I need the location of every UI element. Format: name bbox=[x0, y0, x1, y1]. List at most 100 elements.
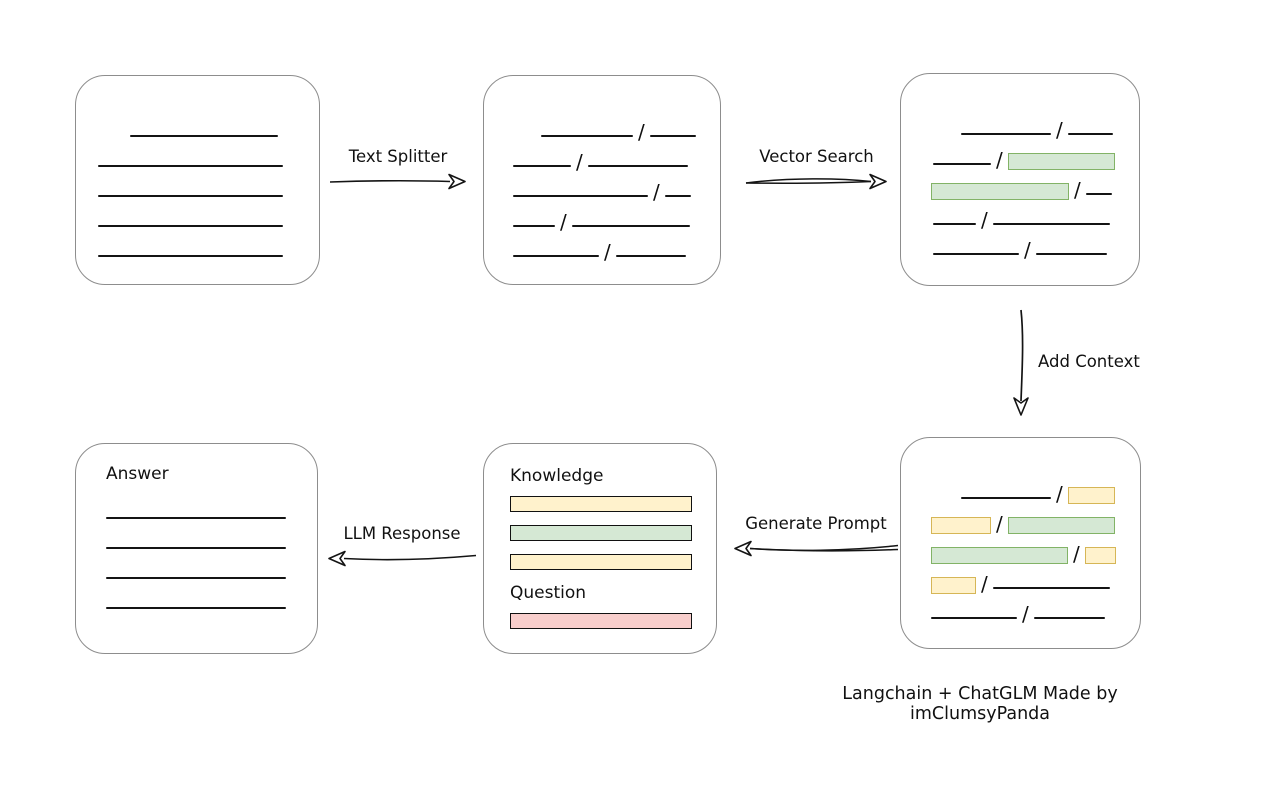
slash-separator: / bbox=[1056, 118, 1063, 142]
slash-separator: / bbox=[1022, 602, 1029, 626]
chunk-row: / bbox=[933, 200, 1139, 230]
text-line bbox=[1035, 253, 1107, 255]
slash-separator: / bbox=[1056, 482, 1063, 506]
slash-separator: / bbox=[560, 210, 567, 234]
text-line bbox=[98, 225, 283, 227]
green-highlight-chunk bbox=[931, 183, 1069, 200]
answer-box: Answer bbox=[75, 443, 318, 654]
green-highlight-chunk bbox=[1007, 517, 1115, 534]
chunk-row bbox=[130, 112, 319, 142]
prompt-section-label: Knowledge bbox=[510, 466, 604, 486]
text-line bbox=[1033, 617, 1105, 619]
text-line bbox=[513, 255, 599, 257]
text-line bbox=[933, 223, 976, 225]
generate-prompt-label: Generate Prompt bbox=[745, 514, 887, 533]
yellow-highlight-chunk bbox=[931, 517, 991, 534]
chunk-row: / bbox=[961, 110, 1139, 140]
chunk-row: / bbox=[513, 202, 720, 232]
add-context-label: Add Context bbox=[1038, 352, 1140, 371]
slash-separator: / bbox=[604, 240, 611, 264]
text-line bbox=[513, 165, 571, 167]
document-lines bbox=[76, 76, 319, 262]
chunk-row: / bbox=[513, 172, 720, 202]
chunk-row bbox=[98, 232, 319, 262]
red-bar bbox=[510, 613, 692, 629]
llm-response-label: LLM Response bbox=[343, 524, 461, 543]
text-line bbox=[106, 517, 286, 519]
slash-separator: / bbox=[1024, 238, 1031, 262]
slash-separator: / bbox=[981, 208, 988, 232]
chunk-row: / bbox=[931, 564, 1140, 594]
left-arrow-icon bbox=[328, 550, 477, 567]
green-bar bbox=[510, 525, 692, 541]
text-line bbox=[1067, 133, 1113, 135]
chunk-row: / bbox=[931, 534, 1140, 564]
context-chunk-lines: / / / / / bbox=[901, 438, 1140, 624]
text-line bbox=[513, 195, 648, 197]
prompt-section-label: Question bbox=[510, 583, 587, 603]
right-arrow-icon bbox=[329, 173, 466, 190]
retrieved-chunk-lines: ///// bbox=[901, 74, 1139, 260]
yellow-bar bbox=[510, 496, 692, 512]
vector-search-label: Vector Search bbox=[759, 147, 874, 166]
chunk-row: / bbox=[931, 504, 1140, 534]
chunk-row: / bbox=[513, 232, 720, 262]
text-line bbox=[98, 195, 283, 197]
diagram-caption: Langchain + ChatGLM Made by imClumsyPand… bbox=[842, 684, 1118, 724]
chunk-row: / bbox=[933, 140, 1139, 170]
chunk-lines: ///// bbox=[484, 76, 720, 262]
slash-separator: / bbox=[576, 150, 583, 174]
split-chunks-box: ///// bbox=[483, 75, 721, 285]
text-splitter-arrow: Text Splitter bbox=[328, 147, 468, 192]
text-line bbox=[649, 135, 696, 137]
chunk-row: / bbox=[931, 170, 1139, 200]
slash-separator: / bbox=[1073, 542, 1080, 566]
context-box: / / / / / bbox=[900, 437, 1141, 649]
text-line bbox=[98, 255, 283, 257]
slash-separator: / bbox=[996, 148, 1003, 172]
chunk-row: / bbox=[931, 594, 1140, 624]
slash-separator: / bbox=[981, 572, 988, 596]
yellow-highlight-chunk bbox=[1067, 487, 1115, 504]
vector-search-arrow: Vector Search bbox=[744, 147, 889, 192]
text-line bbox=[130, 135, 278, 137]
text-splitter-label: Text Splitter bbox=[348, 147, 448, 166]
yellow-highlight-chunk bbox=[1084, 547, 1116, 564]
answer-label: Answer bbox=[106, 464, 169, 484]
down-arrow-icon bbox=[1013, 309, 1029, 416]
text-line bbox=[106, 547, 286, 549]
left-arrow-icon bbox=[734, 540, 899, 557]
chunk-row bbox=[98, 142, 319, 172]
chunk-row bbox=[98, 202, 319, 232]
text-line bbox=[933, 253, 1019, 255]
text-line bbox=[933, 163, 991, 165]
slash-separator: / bbox=[996, 512, 1003, 536]
text-line bbox=[541, 135, 633, 137]
slash-separator: / bbox=[638, 120, 645, 144]
text-line bbox=[571, 225, 690, 227]
llm-response-arrow: LLM Response bbox=[326, 524, 478, 569]
chunk-row: / bbox=[541, 112, 720, 142]
text-line bbox=[98, 165, 283, 167]
chunk-row: / bbox=[933, 230, 1139, 260]
text-line bbox=[961, 133, 1051, 135]
chunk-row: / bbox=[513, 142, 720, 172]
text-line bbox=[992, 223, 1110, 225]
yellow-bar bbox=[510, 554, 692, 570]
text-line bbox=[615, 255, 686, 257]
yellow-highlight-chunk bbox=[931, 577, 976, 594]
text-line bbox=[106, 577, 286, 579]
text-line bbox=[513, 225, 555, 227]
text-line bbox=[992, 587, 1110, 589]
chunk-row bbox=[98, 172, 319, 202]
chunk-row: / bbox=[961, 474, 1140, 504]
green-highlight-chunk bbox=[931, 547, 1068, 564]
answer-lines bbox=[106, 517, 317, 609]
text-line bbox=[664, 195, 691, 197]
right-arrow-icon bbox=[745, 173, 887, 190]
document-box bbox=[75, 75, 320, 285]
text-line bbox=[961, 497, 1051, 499]
text-line bbox=[1085, 193, 1112, 195]
